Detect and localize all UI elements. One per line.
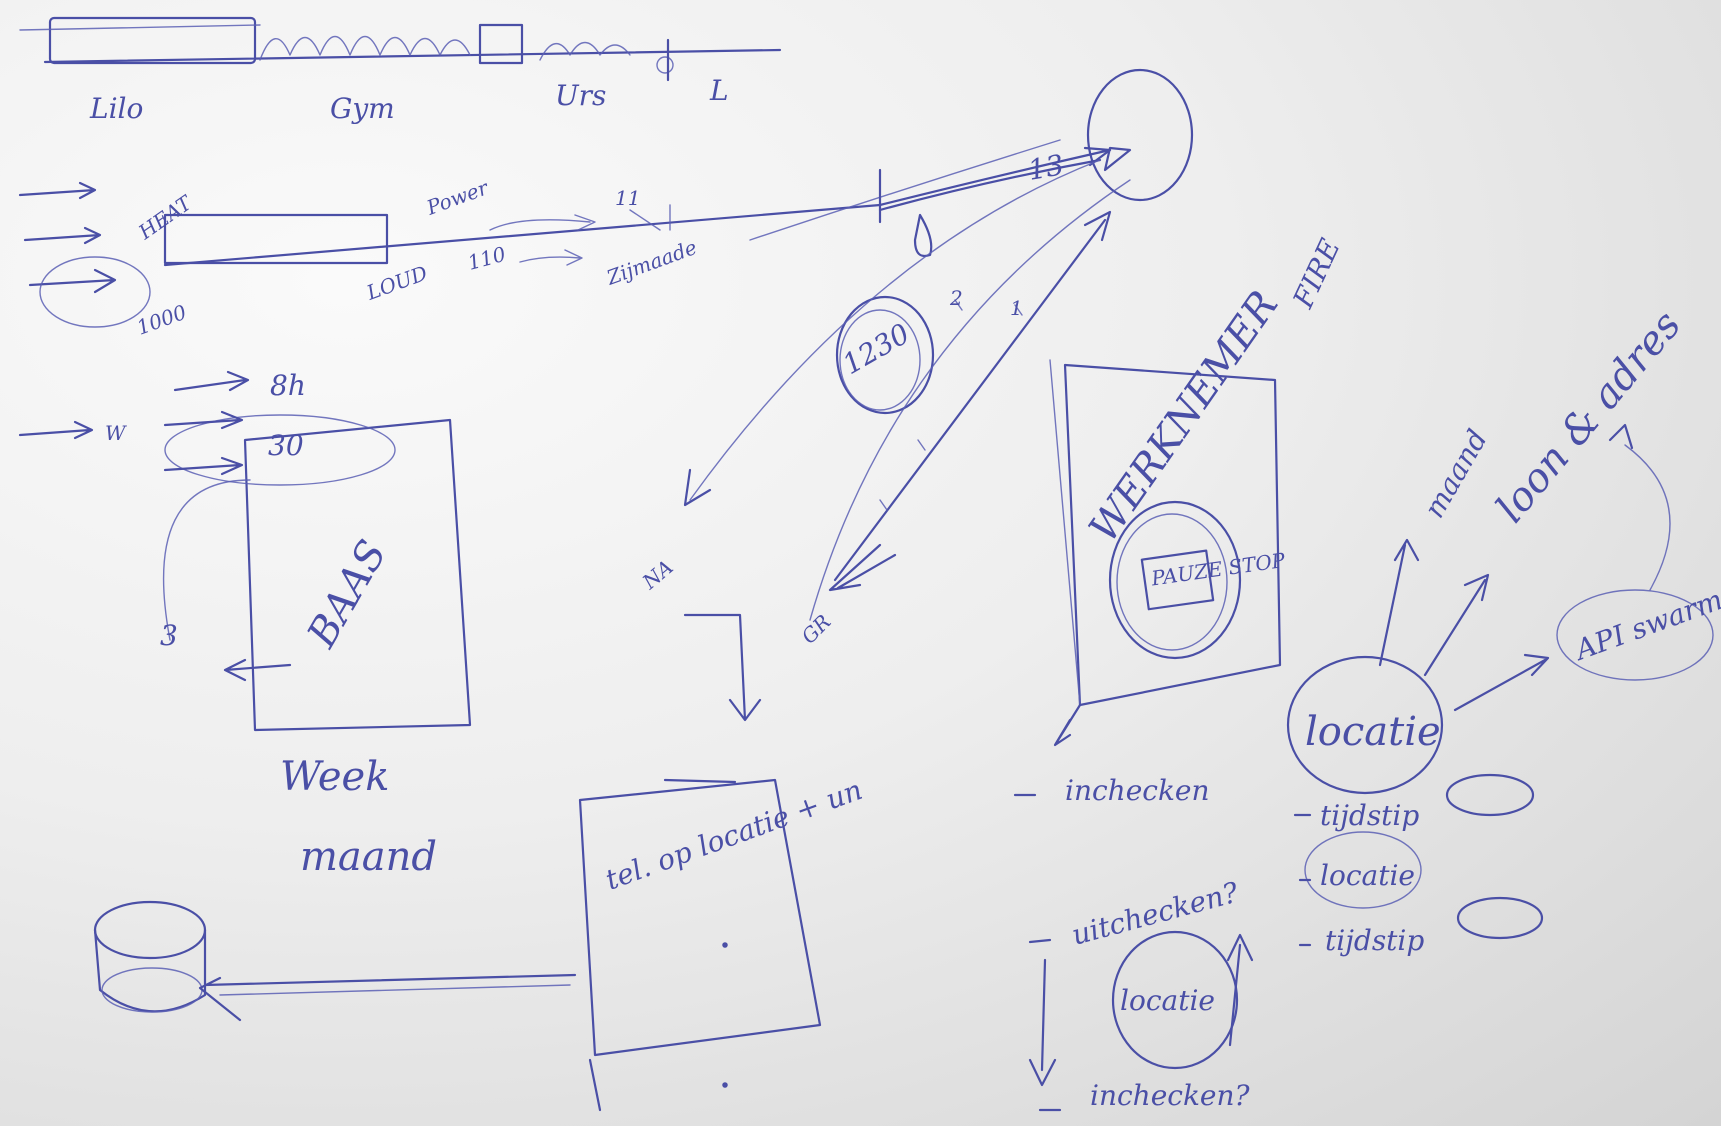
time-circle	[835, 295, 935, 415]
pauze-badge-label: PAUZE STOP	[1149, 548, 1287, 591]
checklist-group: inchecken uitchecken? inchecken? locatie	[1013, 774, 1254, 1112]
pauze-ring-outer	[1108, 500, 1242, 660]
database-group	[93, 900, 577, 1022]
locatie-center-label: locatie	[1305, 709, 1441, 755]
locatie-target-api: API swarm	[1568, 583, 1721, 668]
top-hatched-block	[48, 16, 257, 65]
middle-box	[578, 778, 822, 1057]
left-arrow-3	[28, 268, 117, 294]
top-label-gym: Gym	[330, 92, 395, 125]
baas-arrow-3	[163, 456, 244, 476]
turn-arrow	[683, 613, 762, 722]
mid-timeline: HEAT Power 11 LOUD 110 Zijmaade 13 1000 …	[18, 68, 1194, 722]
top-label-urs: Urs	[555, 79, 606, 112]
baas-value: 30	[268, 429, 304, 462]
baas-return-arrow	[223, 658, 292, 682]
baas-top-label: 8h	[270, 369, 306, 402]
arrow-label-na: NA	[637, 555, 678, 595]
baas-side-label-3: 3	[160, 619, 178, 652]
locatie-target-maand: maand	[1417, 424, 1494, 524]
left-arrow-2	[23, 226, 102, 245]
baas-below-maand: maand	[300, 834, 437, 880]
database-body	[93, 928, 207, 1013]
werknemer-group: WERKNEMER PAUZE STOP FIRE	[1049, 234, 1347, 747]
mid-label-power: Power	[423, 175, 493, 220]
locatie-list-locatie: locatie	[1320, 859, 1415, 892]
checklist-item-uitchecken: uitchecken?	[1068, 875, 1242, 951]
mid-label-zijmaade: Zijmaade	[603, 235, 700, 290]
baas-group: 8h 30 BAAS W 3 Week maand	[18, 369, 472, 880]
locatie-list-oval-2	[1456, 896, 1544, 940]
baas-title: BAAS	[298, 533, 396, 656]
baas-side-label-w: W	[105, 421, 127, 445]
middle-box-title: tel. op locatie + un	[601, 773, 867, 897]
drop-label-2: 2	[949, 286, 963, 310]
drop-shape	[913, 213, 933, 258]
checklist-item-inchecken-2: inchecken?	[1090, 1079, 1251, 1112]
locatie-arrow-loon	[1423, 573, 1490, 677]
werknemer-out-arrow	[1053, 703, 1082, 747]
mid-label-11: 11	[615, 186, 640, 210]
locatie-circle	[1286, 655, 1444, 795]
fire-label: FIRE	[1286, 234, 1347, 314]
top-timeline: Lilo Gym Urs L	[19, 16, 782, 125]
curve-arrow-na	[689, 159, 1101, 501]
time-circle-label: 1230	[837, 317, 915, 381]
werknemer-title: WERKNEMER	[1081, 283, 1288, 551]
arrow-label-gr: GR	[797, 610, 836, 649]
drop-label-1: 1	[1010, 296, 1023, 320]
baas-arrow-1	[173, 370, 250, 392]
mid-label-110: 110	[465, 242, 508, 275]
locatie-arrow-api	[1453, 653, 1550, 712]
checklist-item-inchecken: inchecken	[1065, 774, 1210, 807]
top-label-lilo: Lilo	[89, 92, 143, 125]
locatie-arrow-maand	[1378, 538, 1420, 667]
mid-label-13: 13	[1025, 148, 1066, 187]
middle-box-group: tel. op locatie + un	[578, 773, 867, 1112]
baas-box	[243, 418, 472, 732]
locatie-list-oval-1	[1445, 773, 1535, 817]
checklist-up-arrow	[1226, 933, 1254, 1047]
mid-label-loud: LOUD	[363, 261, 431, 305]
checklist-circle	[1111, 930, 1239, 1070]
api-ellipse	[1556, 589, 1714, 681]
checklist-down-arrow	[1028, 958, 1057, 1087]
target-circle	[1086, 68, 1194, 202]
top-label-l: L	[709, 74, 729, 107]
checklist-circle-note: locatie	[1120, 984, 1215, 1017]
database-top	[93, 900, 207, 960]
locatie-target-loon: loon & adres	[1487, 302, 1690, 531]
baas-arrow-2	[163, 410, 244, 430]
baas-arrow-w	[18, 420, 94, 440]
locatie-group: locatie maand loon & adres API swarm tij…	[1286, 302, 1721, 957]
werknemer-box	[1063, 363, 1282, 707]
diagonal-arrow	[833, 218, 1107, 582]
top-timeline-line	[43, 48, 782, 64]
left-arrow-1	[18, 181, 97, 200]
top-hatched-small	[478, 23, 524, 65]
baas-top-ellipse	[164, 414, 396, 486]
top-scribble	[259, 35, 471, 61]
pauze-badge	[1140, 549, 1215, 611]
mid-timeline-line	[163, 203, 882, 267]
baas-below-week: Week	[280, 754, 389, 800]
locatie-list-tijdstip-1: tijdstip	[1320, 799, 1419, 832]
mid-hatched-block	[163, 213, 389, 265]
database-arrow	[198, 973, 577, 1022]
locatie-list-tijdstip-2: tijdstip	[1325, 924, 1424, 957]
mid-label-1000: 1000	[134, 300, 190, 340]
